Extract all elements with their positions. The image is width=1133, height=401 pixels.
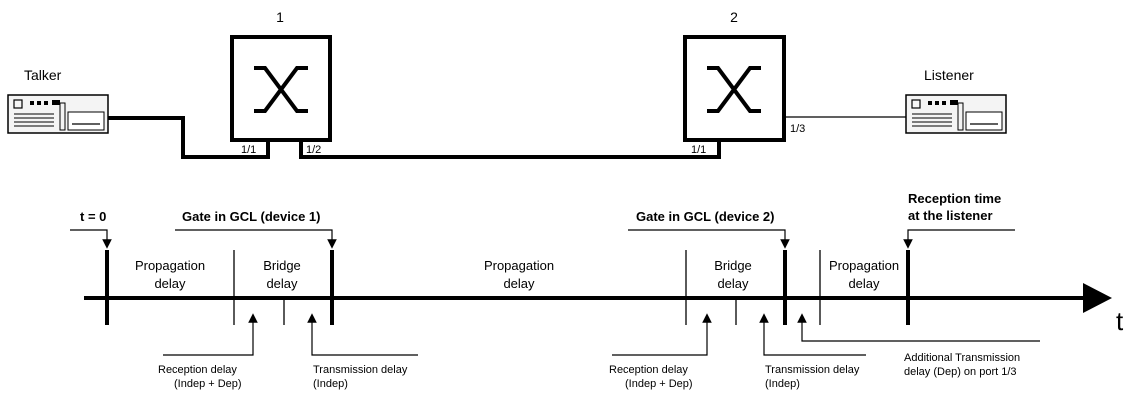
tx1-arrow — [307, 313, 418, 356]
port-sw1-in: 1/1 — [241, 144, 256, 156]
t0-arrow — [70, 229, 112, 249]
prop2-label-line1: Propagation — [484, 258, 554, 273]
gate2-label: Gate in GCL (device 2) — [636, 209, 774, 224]
port-sw2-in: 1/1 — [691, 144, 706, 156]
switch1-number: 1 — [276, 9, 284, 25]
time-axis-label: t — [1116, 306, 1124, 336]
link-talker-switch1 — [108, 116, 270, 159]
prop2-label-line2: delay — [503, 276, 535, 291]
tx1-label-line1: Transmission delay — [313, 364, 408, 376]
talker-device-icon — [7, 94, 109, 134]
reception-time-arrow — [903, 229, 1015, 249]
bridge2-label-line1: Bridge — [714, 258, 752, 273]
listener-device-icon — [905, 94, 1007, 134]
prop3-label-line1: Propagation — [829, 258, 899, 273]
prop1-label-line2: delay — [154, 276, 186, 291]
prop3-label-line2: delay — [848, 276, 880, 291]
reception-time-label-line1: Reception time — [908, 191, 1001, 206]
talker-label: Talker — [24, 67, 62, 83]
tx2-label-line2: (Indep) — [765, 378, 800, 390]
rx1-arrow — [163, 313, 258, 356]
switch1-icon — [230, 35, 332, 142]
gate2-arrow — [628, 229, 790, 249]
rx1-label-line1: Reception delay — [158, 364, 237, 376]
addtx-label-line1: Additional Transmission — [904, 352, 1020, 364]
tx2-arrow — [759, 313, 866, 356]
bridge1-label-line2: delay — [266, 276, 298, 291]
reception-time-label-line2: at the listener — [908, 208, 993, 223]
rx2-label-line2: (Indep + Dep) — [625, 378, 693, 390]
t0-label: t = 0 — [80, 209, 106, 224]
bridge1-label-line1: Bridge — [263, 258, 301, 273]
switch2-number: 2 — [730, 9, 738, 25]
addtx-label-line2: delay (Dep) on port 1/3 — [904, 366, 1017, 378]
rx2-arrow — [612, 313, 712, 356]
time-axis-arrowhead — [1083, 283, 1112, 313]
bridge2-label-line2: delay — [717, 276, 749, 291]
port-sw2-out: 1/3 — [790, 123, 805, 135]
port-sw1-out: 1/2 — [306, 144, 321, 156]
tx2-label-line1: Transmission delay — [765, 364, 860, 376]
link-switch1-switch2 — [299, 140, 721, 159]
rx2-label-line1: Reception delay — [609, 364, 688, 376]
listener-label: Listener — [924, 67, 974, 83]
tx1-label-line2: (Indep) — [313, 378, 348, 390]
rx1-label-line2: (Indep + Dep) — [174, 378, 242, 390]
prop1-label-line1: Propagation — [135, 258, 205, 273]
gate1-arrow — [175, 229, 337, 249]
gate1-label: Gate in GCL (device 1) — [182, 209, 320, 224]
switch2-icon — [683, 35, 786, 142]
addtx-arrow — [797, 313, 1040, 342]
